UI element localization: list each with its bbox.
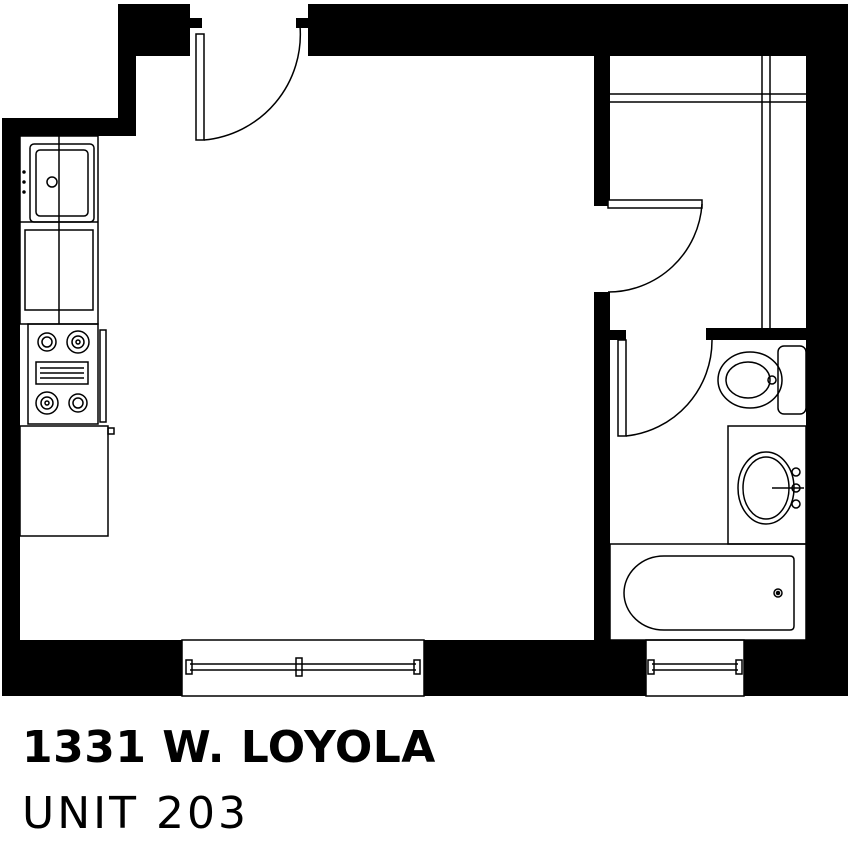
door-jamb-right bbox=[296, 18, 308, 28]
bathroom-door bbox=[617, 339, 713, 437]
toilet bbox=[717, 345, 807, 415]
closet-door bbox=[607, 199, 703, 293]
wall-left bbox=[2, 118, 20, 696]
door-jamb-closet bbox=[594, 196, 608, 206]
entry-door bbox=[195, 25, 302, 141]
wall-bottom-left bbox=[2, 640, 182, 696]
closet bbox=[610, 56, 806, 328]
bathtub bbox=[609, 543, 807, 641]
kitchen-sink bbox=[22, 143, 95, 223]
window-main bbox=[181, 639, 425, 697]
wall-bottom-right bbox=[744, 640, 848, 696]
wall-alcove-left bbox=[118, 4, 136, 136]
door-jamb-left bbox=[190, 18, 202, 28]
refrigerator bbox=[19, 425, 115, 537]
wall-left-top bbox=[2, 118, 136, 136]
bath-wall bbox=[706, 328, 806, 340]
floor-plan bbox=[2, 4, 848, 697]
partition-upper bbox=[594, 56, 610, 202]
stove bbox=[27, 323, 107, 425]
vanity-sink bbox=[727, 425, 807, 545]
wall-top-right bbox=[308, 4, 848, 56]
wall-right bbox=[806, 4, 848, 696]
window-bath bbox=[645, 639, 745, 697]
property-address: 1331 W. LOYOLA bbox=[22, 722, 436, 773]
partition-lower bbox=[594, 292, 610, 640]
wall-bottom-middle bbox=[424, 640, 646, 696]
dishwasher bbox=[24, 229, 94, 311]
walls bbox=[2, 4, 848, 696]
unit-number: UNIT 203 bbox=[22, 788, 249, 839]
door-jamb-bath bbox=[608, 330, 626, 340]
